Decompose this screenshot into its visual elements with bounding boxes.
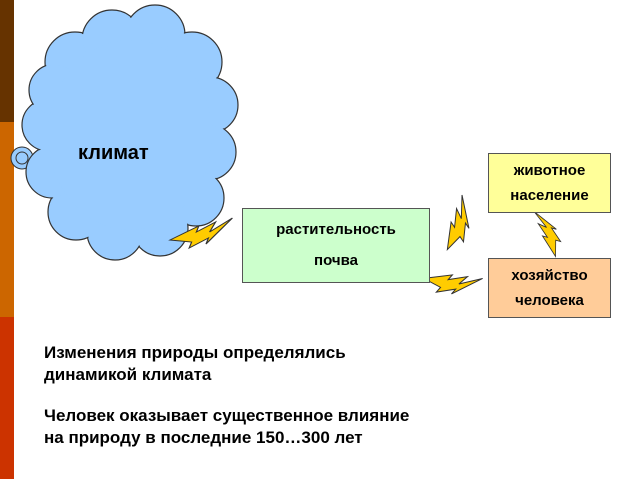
side-band-top [0, 0, 14, 122]
human-label: человека [515, 291, 584, 309]
caption-line: на природу в последние 150…300 лет [44, 428, 363, 447]
plants-label: растительность [276, 221, 396, 239]
climate-cloud [10, 4, 239, 261]
animal-label: животное [513, 161, 586, 179]
lightning-bolt-icon [420, 257, 484, 307]
diagram-canvas [10, 4, 563, 307]
climate-label: климат [78, 142, 149, 164]
human-economy-box: хозяйство человека [488, 258, 611, 318]
caption-line: Изменения природы определялись [44, 343, 346, 362]
side-band-middle [0, 122, 14, 317]
economy-label: хозяйство [511, 266, 588, 284]
side-band-bottom [0, 317, 14, 479]
caption-human-influence: Человек оказывает существенное влияние н… [44, 405, 604, 449]
lightning-bolt-icon [533, 208, 563, 259]
soil-label: почва [314, 251, 358, 269]
caption-line: динамикой климата [44, 365, 212, 384]
caption-climate: Изменения природы определялись динамикой… [44, 342, 604, 386]
caption-line: Человек оказывает существенное влияние [44, 406, 410, 425]
plants-soil-box: растительность почва [242, 208, 430, 283]
lightning-bolt-icon [429, 194, 487, 255]
population-label: население [510, 186, 589, 204]
animal-population-box: животное население [488, 153, 611, 213]
